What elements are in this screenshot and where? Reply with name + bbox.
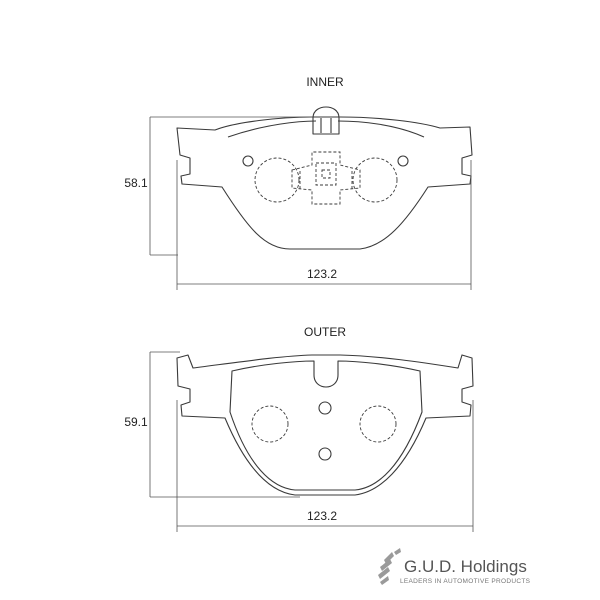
inner-clip-core	[321, 169, 331, 179]
brand-tagline: LEADERS IN AUTOMOTIVE PRODUCTS	[400, 578, 531, 585]
outer-backing-plate	[176, 354, 474, 496]
inner-title: INNER	[306, 75, 344, 89]
outer-piston-right	[359, 405, 397, 443]
inner-friction-edge	[227, 120, 425, 138]
outer-piston-left	[251, 405, 289, 443]
outer-hole-bottom	[318, 447, 332, 461]
inner-piston-left	[254, 157, 300, 203]
outer-pad-group: OUTER 59.1 123.2	[124, 325, 474, 532]
outer-width-label: 123.2	[307, 509, 337, 523]
inner-clip-center	[315, 162, 337, 186]
inner-hole-left	[242, 155, 254, 167]
outer-hole-top	[318, 401, 332, 415]
brand-block: G.U.D. Holdings LEADERS IN AUTOMOTIVE PR…	[378, 548, 531, 585]
inner-piston-right	[352, 157, 398, 203]
inner-width-label: 123.2	[307, 267, 337, 281]
inner-hole-right	[397, 155, 409, 167]
inner-center-tab	[312, 106, 340, 135]
gud-logo-icon	[378, 548, 401, 585]
inner-pad-group: INNER 58.1 123.2	[124, 75, 473, 290]
brand-name: G.U.D. Holdings	[404, 557, 527, 576]
outer-height-label: 59.1	[124, 415, 148, 429]
outer-friction-edge	[229, 360, 423, 491]
outer-title: OUTER	[304, 325, 346, 339]
inner-backing-plate	[176, 116, 473, 250]
inner-height-label: 58.1	[124, 176, 148, 190]
